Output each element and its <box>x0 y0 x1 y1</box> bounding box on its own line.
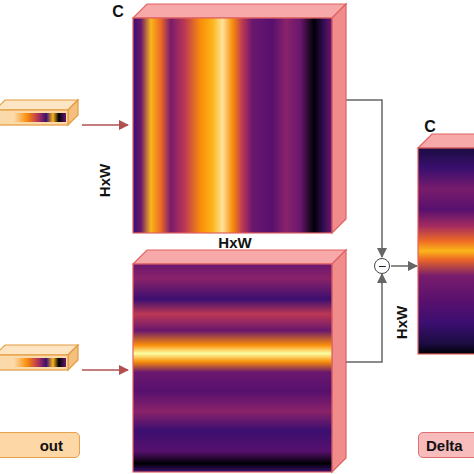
input-label-box: out <box>0 432 80 458</box>
cube-shape <box>418 134 474 354</box>
feature-cube <box>133 250 346 472</box>
dimension-label: HxW <box>218 235 251 250</box>
arrow <box>82 369 128 371</box>
input-slab <box>0 345 78 370</box>
merge-line <box>346 274 382 362</box>
box-label: out <box>40 437 63 454</box>
arrow <box>82 124 128 126</box>
connector <box>346 100 382 257</box>
connector <box>391 265 417 267</box>
channel-label: C <box>112 4 124 20</box>
input-slab <box>0 100 78 125</box>
channel-label: C <box>424 119 436 135</box>
feature-cube: CHxWHxW <box>133 4 346 233</box>
subtract-operator: − <box>374 258 390 274</box>
output-label-box: Delta <box>418 432 474 458</box>
minus-sign: − <box>378 259 386 273</box>
cube-shape <box>133 4 346 233</box>
dimension-label: HxW <box>98 163 113 196</box>
delta-cube: CHxW <box>418 134 474 354</box>
dimension-label: HxW <box>395 305 410 338</box>
box-label: Delta <box>426 437 463 454</box>
